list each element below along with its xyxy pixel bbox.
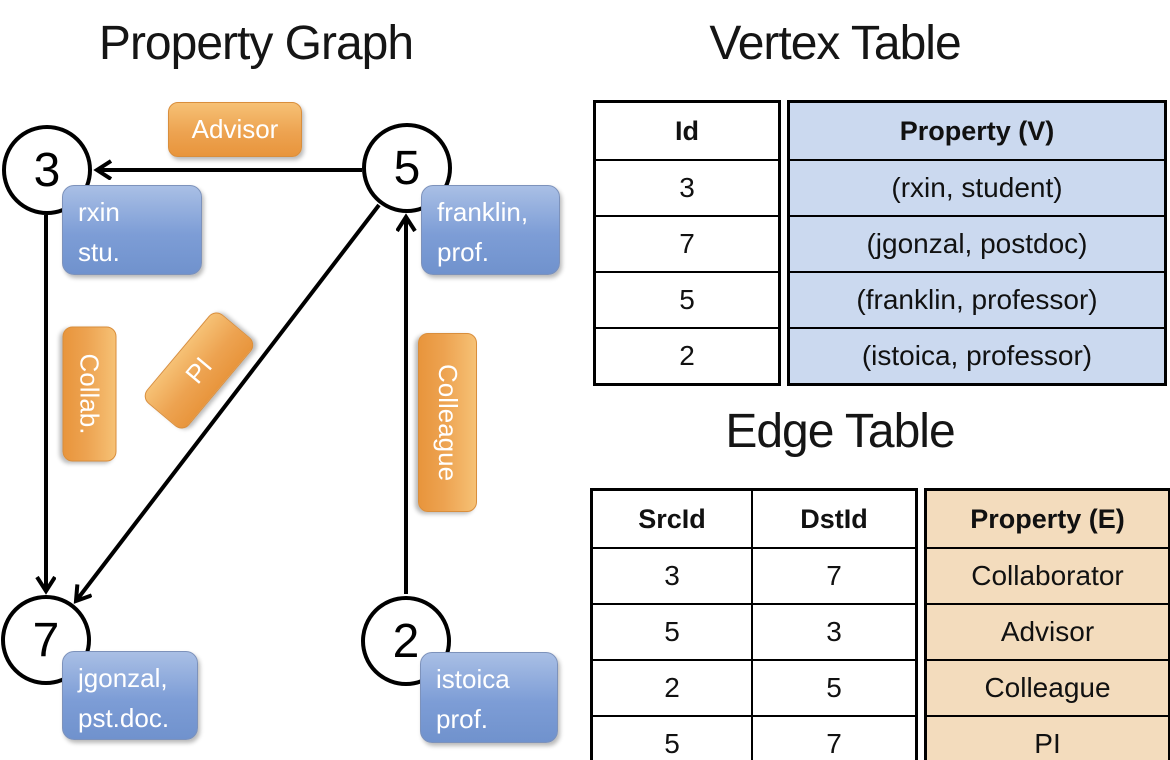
vertex-table-property-header: Property (V) (787, 100, 1167, 161)
edge-table-id-columns: SrcId DstId 3 7 5 3 2 5 5 7 (590, 488, 918, 760)
vertex-property-cell: (jgonzal, postdoc) (787, 215, 1167, 273)
edge-property-cell: Advisor (924, 603, 1170, 661)
property-graph-title: Property Graph (98, 17, 414, 70)
vertex-property-box-5: franklin, prof. (421, 185, 560, 275)
vertex-circle-3: 3 (2, 125, 92, 215)
edge-property-cell: PI (924, 715, 1170, 760)
edge-table: SrcId DstId 3 7 5 3 2 5 5 7 Property (E)… (590, 488, 1170, 760)
edge-table-title: Edge Table (725, 405, 955, 458)
edge-table-dst-header: DstId (751, 488, 918, 549)
vertex-property-cell: (rxin, student) (787, 159, 1167, 217)
edge-5-to-7 (76, 203, 381, 601)
edge-src-cell: 3 (590, 547, 753, 605)
vertex-property-box-3: rxin stu. (62, 185, 202, 275)
vertex-property-line: stu. (78, 237, 120, 267)
vertex-table: Id 3 7 5 2 Property (V) (rxin, student) … (593, 100, 1167, 386)
vertex-table-id-column: Id 3 7 5 2 (593, 100, 781, 386)
vertex-property-line: franklin, (437, 197, 529, 227)
edge-label-colleague: Colleague (418, 333, 477, 512)
vertex-property-box-7: jgonzal, pst.doc. (62, 651, 198, 740)
vertex-table-title: Vertex Table (709, 17, 961, 70)
vertex-property-cell: (istoica, professor) (787, 327, 1167, 386)
vertex-property-line: rxin (78, 197, 120, 227)
edge-src-cell: 5 (590, 715, 753, 760)
edge-property-cell: Collaborator (924, 547, 1170, 605)
edge-label-advisor: Advisor (168, 102, 302, 157)
vertex-property-line: prof. (436, 704, 489, 734)
vertex-property-line: pst.doc. (78, 703, 170, 733)
edge-table-property-header: Property (E) (924, 488, 1170, 549)
edge-property-cell: Colleague (924, 659, 1170, 717)
vertex-property-line: prof. (437, 237, 490, 267)
edge-table-property-column: Property (E) Collaborator Advisor Collea… (924, 488, 1170, 760)
vertex-property-line: istoica (436, 664, 510, 694)
vertex-property-cell: (franklin, professor) (787, 271, 1167, 329)
vertex-table-id-header: Id (593, 100, 781, 161)
edge-label-collab: Collab. (62, 326, 117, 462)
vertex-property-box-2: istoica prof. (420, 652, 558, 743)
vertex-id-cell: 7 (593, 215, 781, 273)
edge-src-cell: 2 (590, 659, 753, 717)
vertex-id-cell: 2 (593, 327, 781, 386)
vertex-table-property-column: Property (V) (rxin, student) (jgonzal, p… (787, 100, 1167, 386)
vertex-id-cell: 3 (593, 159, 781, 217)
edge-dst-cell: 7 (751, 547, 918, 605)
vertex-id-cell: 5 (593, 271, 781, 329)
edge-dst-cell: 3 (751, 603, 918, 661)
edge-dst-cell: 7 (751, 715, 918, 760)
vertex-property-line: jgonzal, (78, 663, 168, 693)
edge-src-cell: 5 (590, 603, 753, 661)
edge-dst-cell: 5 (751, 659, 918, 717)
edge-table-src-header: SrcId (590, 488, 753, 549)
